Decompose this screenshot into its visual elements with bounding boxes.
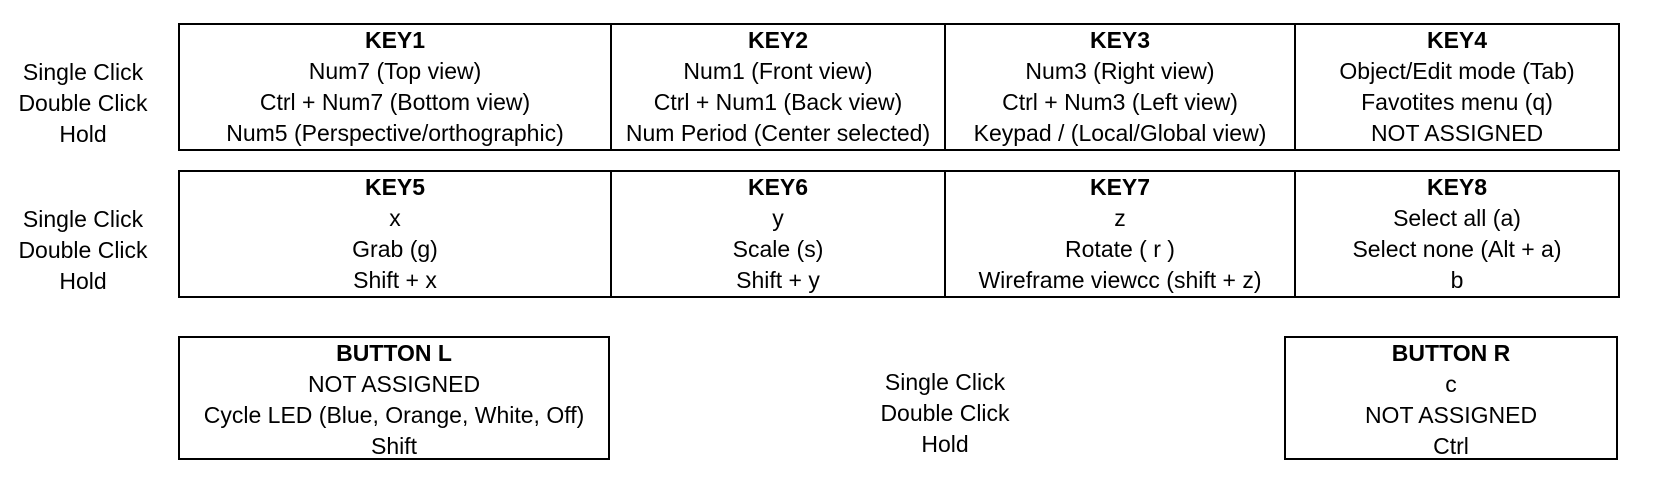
- label-single-click: Single Click: [22, 59, 144, 85]
- label-double-click: Double Click: [18, 90, 148, 116]
- double-click-value: Scale (s): [732, 236, 824, 262]
- button-header: BUTTON R: [1391, 340, 1511, 366]
- hold-value: Wireframe viewcc (shift + z): [978, 267, 1262, 293]
- hold-value: NOT ASSIGNED: [1370, 120, 1544, 146]
- row-labels-buttons: Single Click Double Click Hold: [830, 367, 1060, 460]
- single-click-value: z: [1114, 205, 1126, 231]
- double-click-value: Grab (g): [352, 236, 438, 262]
- key2-cell: KEY2 Num1 (Front view) Ctrl + Num1 (Back…: [610, 23, 946, 151]
- single-click-value: Num7 (Top view): [308, 58, 482, 84]
- double-click-value: Ctrl + Num3 (Left view): [1002, 89, 1238, 115]
- key-header: KEY7: [1089, 174, 1151, 200]
- key7-cell: KEY7 z Rotate ( r ) Wireframe viewcc (sh…: [944, 170, 1296, 298]
- label-hold: Hold: [59, 268, 107, 294]
- row-labels-table1: Single Click Double Click Hold: [0, 57, 166, 150]
- double-click-value: NOT ASSIGNED: [1364, 402, 1538, 428]
- key6-cell: KEY6 y Scale (s) Shift + y: [610, 170, 946, 298]
- double-click-value: Ctrl + Num1 (Back view): [653, 89, 903, 115]
- row-labels-table2: Single Click Double Click Hold: [0, 204, 166, 297]
- button-l-box: BUTTON L NOT ASSIGNED Cycle LED (Blue, O…: [178, 336, 610, 460]
- hold-value: b: [1450, 267, 1464, 293]
- double-click-value: Select none (Alt + a): [1352, 236, 1562, 262]
- double-click-value: Favotites menu (q): [1361, 89, 1553, 115]
- key5-cell: KEY5 x Grab (g) Shift + x: [178, 170, 612, 298]
- key-table-2: KEY5 x Grab (g) Shift + x KEY6 y Scale (…: [178, 170, 1620, 298]
- label-double-click: Double Click: [18, 237, 148, 263]
- single-click-value: NOT ASSIGNED: [307, 371, 481, 397]
- double-click-value: Rotate ( r ): [1065, 236, 1175, 262]
- double-click-value: Ctrl + Num7 (Bottom view): [259, 89, 531, 115]
- label-hold: Hold: [921, 431, 969, 457]
- hold-value: Shift: [370, 433, 418, 459]
- key-header: KEY2: [747, 27, 809, 53]
- single-click-value: Object/Edit mode (Tab): [1339, 58, 1575, 84]
- hold-value: Ctrl: [1433, 433, 1469, 459]
- key4-cell: KEY4 Object/Edit mode (Tab) Favotites me…: [1294, 23, 1620, 151]
- single-click-value: Select all (a): [1393, 205, 1521, 231]
- button-header: BUTTON L: [336, 340, 452, 366]
- key-header: KEY1: [364, 27, 426, 53]
- key8-cell: KEY8 Select all (a) Select none (Alt + a…: [1294, 170, 1620, 298]
- button-r-box: BUTTON R c NOT ASSIGNED Ctrl: [1284, 336, 1618, 460]
- single-click-value: x: [389, 205, 401, 231]
- single-click-value: Num1 (Front view): [683, 58, 873, 84]
- key1-cell: KEY1 Num7 (Top view) Ctrl + Num7 (Bottom…: [178, 23, 612, 151]
- single-click-value: Num3 (Right view): [1025, 58, 1215, 84]
- hold-value: Num5 (Perspective/orthographic): [226, 120, 564, 146]
- hold-value: Shift + y: [736, 267, 820, 293]
- key3-cell: KEY3 Num3 (Right view) Ctrl + Num3 (Left…: [944, 23, 1296, 151]
- hold-value: Keypad / (Local/Global view): [973, 120, 1267, 146]
- label-single-click: Single Click: [22, 206, 144, 232]
- key-header: KEY3: [1089, 27, 1151, 53]
- key-header: KEY8: [1426, 174, 1488, 200]
- key-table-1: KEY1 Num7 (Top view) Ctrl + Num7 (Bottom…: [178, 23, 1620, 151]
- table-row: KEY5 x Grab (g) Shift + x KEY6 y Scale (…: [178, 170, 1620, 298]
- hold-value: Shift + x: [353, 267, 437, 293]
- table-row: KEY1 Num7 (Top view) Ctrl + Num7 (Bottom…: [178, 23, 1620, 151]
- double-click-value: Cycle LED (Blue, Orange, White, Off): [203, 402, 585, 428]
- label-double-click: Double Click: [880, 400, 1010, 426]
- key-header: KEY6: [747, 174, 809, 200]
- label-hold: Hold: [59, 121, 107, 147]
- key-header: KEY4: [1426, 27, 1488, 53]
- label-single-click: Single Click: [884, 369, 1006, 395]
- single-click-value: c: [1445, 371, 1457, 397]
- single-click-value: y: [772, 205, 784, 231]
- hold-value: Num Period (Center selected): [625, 120, 931, 146]
- key-header: KEY5: [364, 174, 426, 200]
